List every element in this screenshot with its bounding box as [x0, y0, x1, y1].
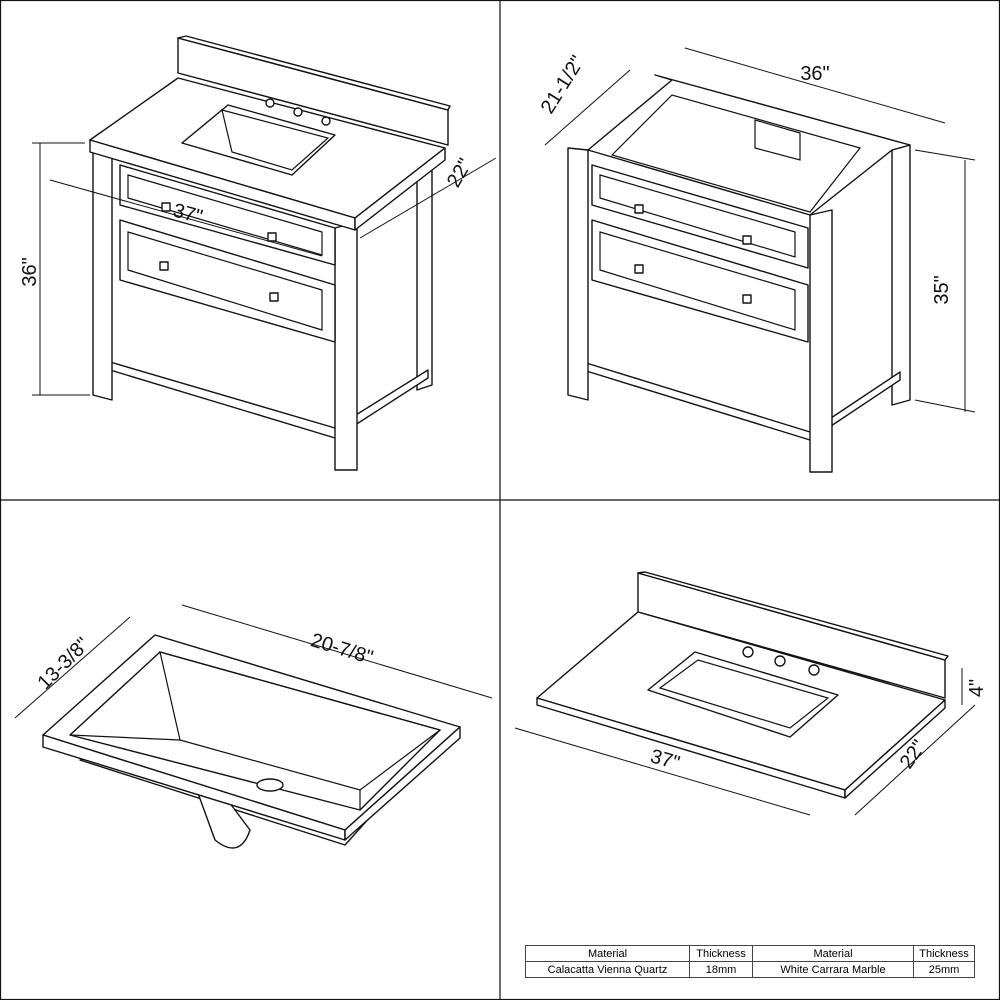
vanity-drawing: [32, 35, 497, 471]
material-2: White Carrara Marble: [752, 961, 914, 978]
header-thickness-1: Thickness: [689, 945, 753, 962]
thickness-2: 25mm: [913, 961, 975, 978]
cabinet-height-label: 35": [931, 275, 953, 304]
table-header-row: Material Thickness Material Thickness: [525, 945, 975, 962]
cabinet-width-label: 36": [800, 63, 829, 85]
cabinet-drawing: [544, 47, 976, 473]
cabinet-depth-label: 21-1/2": [537, 52, 589, 118]
table-row: Calacatta Vienna Quartz 18mm White Carra…: [525, 961, 975, 978]
thickness-1: 18mm: [689, 961, 753, 978]
header-material-1: Material: [525, 945, 690, 962]
top-width-label: 37": [648, 745, 682, 774]
vanity-height-label: 36": [19, 257, 41, 286]
material-spec-table: Material Thickness Material Thickness Ca…: [525, 945, 975, 978]
header-thickness-2: Thickness: [913, 945, 975, 962]
sink-width-label: 20-7/8": [308, 629, 375, 669]
backsplash-height-label: 4": [966, 679, 988, 697]
sink-drawing: [14, 604, 493, 849]
material-1: Calacatta Vienna Quartz: [525, 961, 690, 978]
countertop-drawing: [514, 571, 976, 816]
header-material-2: Material: [752, 945, 914, 962]
sink-depth-label: 13-3/8": [33, 633, 94, 694]
